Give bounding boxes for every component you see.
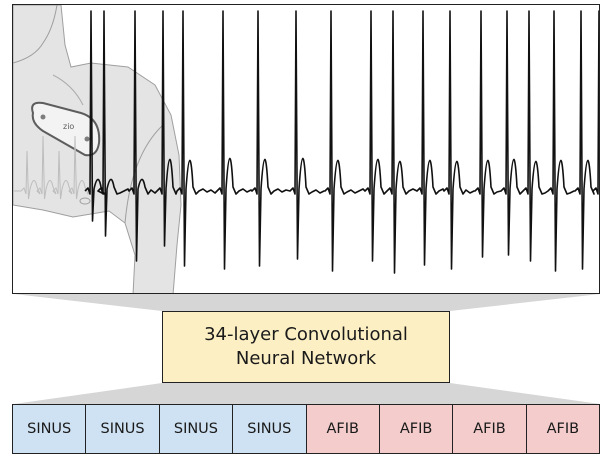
ecg-trace (84, 10, 599, 274)
rhythm-label: AFIB (379, 405, 454, 453)
upper-funnel (14, 294, 600, 311)
cnn-label-line2: Neural Network (235, 348, 377, 369)
cnn-box: 34-layer Convolutional Neural Network (162, 311, 450, 383)
ecg-panel: zio (12, 4, 600, 294)
neck-line (13, 5, 58, 64)
rhythm-label: SINUS (13, 405, 87, 453)
patch-logo-icon: zio (63, 122, 74, 131)
rhythm-label: AFIB (453, 405, 527, 453)
rhythm-label: AFIB (306, 405, 380, 453)
ecg-trace-faded (13, 135, 92, 200)
rhythm-label: SINUS (233, 405, 307, 453)
cnn-label-line1: 34-layer Convolutional (204, 324, 408, 345)
rhythm-label: SINUS (86, 405, 160, 453)
lower-funnel (14, 383, 600, 404)
rhythm-label: SINUS (159, 405, 234, 453)
chest-line (52, 74, 84, 106)
arm-line (124, 124, 164, 224)
patch-electrode-left (40, 114, 46, 120)
ecg-svg: zio (13, 5, 599, 293)
rhythm-label: AFIB (526, 405, 599, 453)
torso-illustration: zio (13, 5, 182, 293)
patch-electrode-right (84, 136, 90, 142)
patch-device (31, 101, 101, 157)
rhythm-label-row: SINUS SINUS SINUS SINUS AFIB AFIB AFIB A… (12, 404, 600, 454)
navel-icon (79, 197, 91, 205)
